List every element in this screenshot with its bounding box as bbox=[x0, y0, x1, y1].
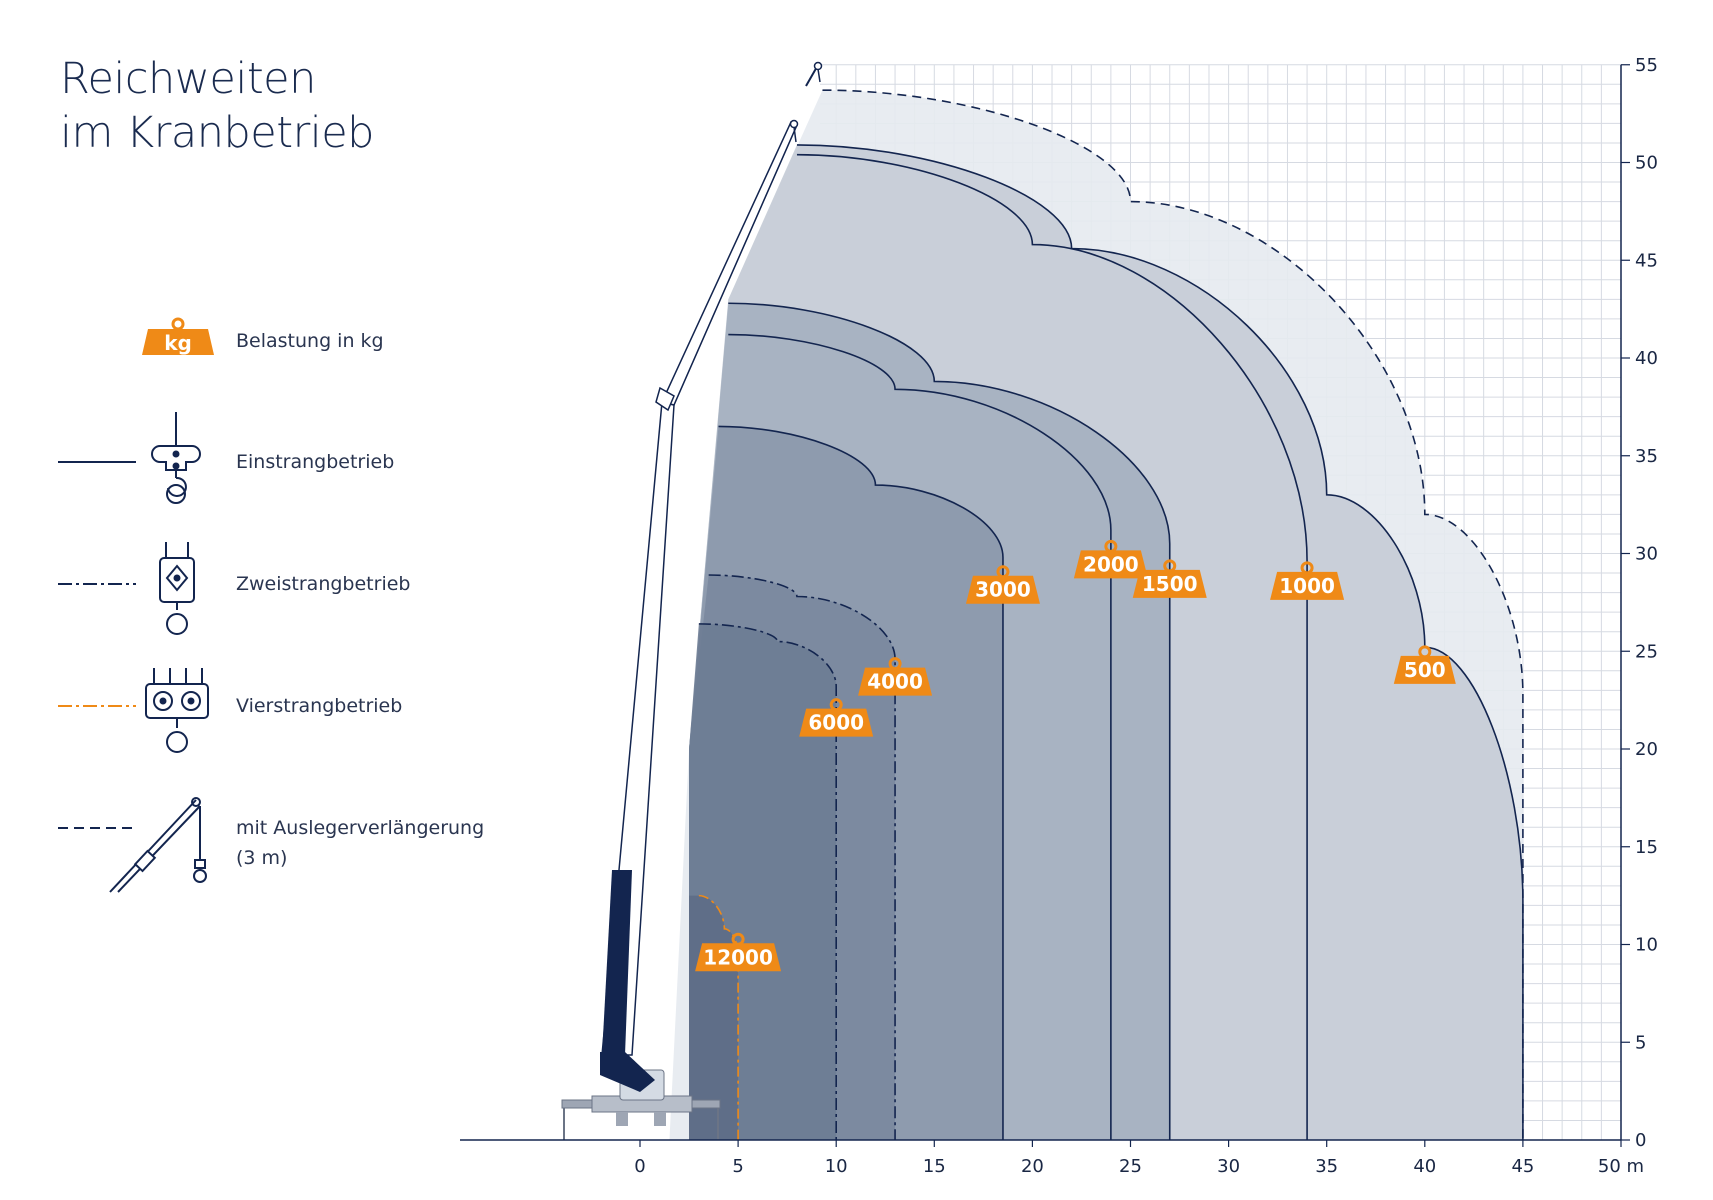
badge-label: 2000 bbox=[1083, 552, 1139, 576]
curve-1000-single_line bbox=[796, 153, 1308, 1140]
boom-joint bbox=[655, 386, 675, 412]
badge-label: 12000 bbox=[703, 945, 773, 969]
extension-hook-line bbox=[817, 68, 821, 83]
load-badge-12000: 12000 bbox=[695, 932, 782, 972]
y-tick-label: 30 bbox=[1635, 544, 1658, 565]
crane-graphic bbox=[561, 61, 823, 1140]
kg-badge-icon: kg bbox=[142, 317, 214, 355]
load-curves bbox=[698, 89, 1524, 1140]
badge-label: 3000 bbox=[975, 578, 1031, 602]
curve-1500-single_line bbox=[728, 302, 1171, 1140]
legend-label-extension: mit Auslegerverlängerung bbox=[236, 817, 485, 839]
badge-body bbox=[1073, 550, 1148, 579]
badge-body bbox=[858, 667, 933, 696]
page-title: Reichweiten im Kranbetrieb bbox=[60, 52, 374, 160]
y-tick-label: 15 bbox=[1635, 837, 1658, 858]
y-tick-label: 55 bbox=[1635, 55, 1658, 76]
y-tick-label: 20 bbox=[1635, 739, 1658, 760]
curve-500-extension bbox=[822, 89, 1524, 1140]
curve-2000-single_line bbox=[728, 333, 1112, 1140]
badge-body bbox=[1270, 571, 1345, 600]
curve-6000-double_line bbox=[698, 623, 837, 1140]
x-tick-label: 30 bbox=[1217, 1156, 1240, 1177]
badge-label: 1000 bbox=[1279, 574, 1335, 598]
y-tick-label: 45 bbox=[1635, 250, 1658, 271]
badge-body bbox=[1393, 655, 1456, 684]
x-tick-label: 15 bbox=[923, 1156, 946, 1177]
y-tick-label: 40 bbox=[1635, 348, 1658, 369]
y-tick-label: 0 bbox=[1635, 1130, 1646, 1151]
legend-label-load: Belastung in kg bbox=[236, 330, 384, 352]
wheel-right bbox=[654, 1112, 666, 1126]
legend-graphics: kg bbox=[58, 317, 214, 893]
title-line-2: im Kranbetrieb bbox=[60, 108, 374, 158]
badge-body bbox=[695, 943, 782, 972]
y-tick-label: 50 bbox=[1635, 153, 1658, 174]
single-hook-icon bbox=[151, 412, 201, 504]
legend-label-extension-2: (3 m) bbox=[236, 847, 288, 869]
four-hook-icon bbox=[145, 668, 209, 753]
x-tick-label: 50 m bbox=[1598, 1156, 1644, 1177]
kg-badge-text: kg bbox=[164, 331, 192, 355]
x-tick-label: 25 bbox=[1119, 1156, 1142, 1177]
load-badge-500: 500 bbox=[1393, 645, 1456, 684]
x-tick-label: 40 bbox=[1413, 1156, 1436, 1177]
y-tick-label: 35 bbox=[1635, 446, 1658, 467]
curve-3000-single_line bbox=[718, 425, 1004, 1140]
legend-label-four: Vierstrangbetrieb bbox=[236, 695, 403, 717]
badge-label: 1500 bbox=[1142, 572, 1198, 596]
x-tick-label: 20 bbox=[1021, 1156, 1044, 1177]
extension-sheave bbox=[813, 61, 823, 71]
x-tick-label: 35 bbox=[1315, 1156, 1338, 1177]
y-tick-label: 25 bbox=[1635, 641, 1658, 662]
curve-500-single_line bbox=[796, 144, 1524, 1140]
badge-body bbox=[1132, 569, 1207, 598]
load-badge-1500: 1500 bbox=[1132, 559, 1207, 598]
load-badge-2000: 2000 bbox=[1073, 539, 1148, 579]
boom-sheave bbox=[789, 119, 799, 129]
badge-label: 6000 bbox=[808, 711, 864, 735]
curve-4000-double_line bbox=[708, 574, 896, 1140]
double-hook-icon bbox=[159, 542, 195, 635]
x-tick-label: 10 bbox=[825, 1156, 848, 1177]
wheel-left bbox=[616, 1112, 628, 1126]
load-badge-6000: 6000 bbox=[799, 698, 874, 737]
load-badge-4000: 4000 bbox=[858, 657, 933, 696]
x-tick-label: 45 bbox=[1511, 1156, 1534, 1177]
title-line-1: Reichweiten bbox=[60, 54, 316, 104]
legend-label-double: Zweistrangbetrieb bbox=[236, 573, 411, 595]
boom-extension-icon bbox=[109, 797, 207, 893]
boom-base-section bbox=[602, 870, 632, 1055]
x-tick-label: 5 bbox=[732, 1156, 743, 1177]
load-areas bbox=[669, 90, 1523, 1140]
badge-body bbox=[965, 575, 1040, 604]
y-tick-label: 10 bbox=[1635, 935, 1658, 956]
hook-line bbox=[793, 126, 797, 143]
badge-label: 500 bbox=[1404, 658, 1446, 682]
y-tick-label: 5 bbox=[1635, 1032, 1646, 1053]
badge-body bbox=[799, 708, 874, 737]
turret bbox=[600, 1052, 655, 1092]
x-tick-label: 0 bbox=[634, 1156, 645, 1177]
boom-line bbox=[673, 124, 798, 406]
legend-label-single: Einstrangbetrieb bbox=[236, 451, 395, 473]
load-badge-1000: 1000 bbox=[1270, 561, 1345, 600]
badge-label: 4000 bbox=[867, 670, 923, 694]
load-badge-3000: 3000 bbox=[965, 565, 1040, 604]
chart-axes: 0 5 10 15 20 25 30 35 40 45 50 m 0 5 10 15 20 25 30 35 40 45… bbox=[460, 55, 1658, 1177]
